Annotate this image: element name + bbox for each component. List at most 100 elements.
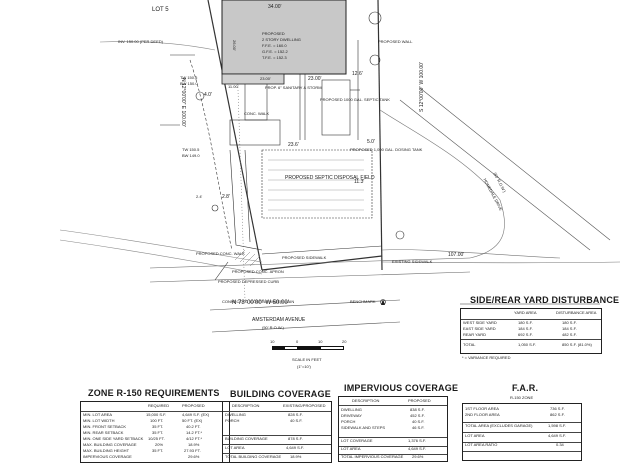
table-cell: 40 S.F. — [412, 419, 425, 424]
table-header: PROPOSED — [182, 403, 205, 408]
table-cell: 180 S.F. — [518, 320, 533, 325]
table-cell: 878 S.F. — [288, 436, 303, 441]
table-cell: 1,050 S.F. — [518, 342, 537, 347]
dimension-label: 11.00' — [228, 84, 239, 89]
front-bearing: N 78°00'00" W 50.00' — [232, 300, 289, 306]
dimension-label: 23.00' — [308, 76, 322, 82]
table-cell: 452 S.F. — [410, 413, 425, 418]
house-label-line: G.F.E. = 152.2 — [262, 49, 288, 54]
table-cell: PORCH — [225, 418, 240, 423]
table-cell: 35 FT. — [152, 448, 164, 453]
table-cell: 838 S.F. — [410, 407, 425, 412]
table-cell: 692 S.F. — [518, 332, 533, 337]
table-cell: 828 S.F. — [288, 412, 303, 417]
table-cell: 15,000 S.F. — [146, 412, 167, 417]
table-cell: 4,649 S.F. (EX) — [182, 412, 210, 417]
plan-note: PROPOSED 1,000 GAL. DOSING TANK — [350, 147, 423, 152]
table-cell: DRIVEWAY — [341, 413, 362, 418]
house-label-line: T.F.E. = 152.3 — [262, 55, 287, 60]
plan-note: TW 150.5 — [182, 147, 200, 152]
plan-note: EXISTING SIDEWALK — [392, 259, 433, 264]
table-cell: MAX. BUILDING HEIGHT — [83, 448, 130, 453]
zone-title: ZONE R-150 REQUIREMENTS — [88, 388, 220, 398]
table-cell: 29.6% — [188, 454, 200, 459]
table-cell: 29.6% — [412, 454, 424, 459]
table-cell: IMPERVIOUS COVERAGE — [83, 454, 132, 459]
table-cell: REAR YARD — [463, 332, 486, 337]
table-cell: 46 S.F. — [412, 425, 425, 430]
house-label-line: PROPOSED — [262, 31, 285, 36]
table-cell: 40.2 FT. — [186, 424, 201, 429]
building-coverage-title: BUILDING COVERAGE — [230, 389, 331, 399]
plan-note: PROPOSED WALL — [378, 39, 413, 44]
scale-segment — [284, 346, 298, 350]
table-cell: 35 FT. — [152, 424, 164, 429]
table-cell: 18.9% — [188, 442, 200, 447]
plan-note: PROPOSED SEPTIC DISPOSAL FIELD — [285, 175, 375, 181]
side-rear-title: SIDE/REAR YARD DISTURBANCE — [470, 295, 620, 305]
plan-note: CONC. WALK — [244, 111, 270, 116]
table-cell: 184 S.F. — [562, 326, 577, 331]
impervious-title: IMPERVIOUS COVERAGE — [344, 383, 459, 393]
table-cell: 50 FT. (EX) — [182, 418, 203, 423]
table-cell: 862 S.F. — [550, 412, 565, 417]
house-label-line: F.F.E. = 160.0 — [262, 43, 287, 48]
table-header: REQUIRED — [148, 403, 170, 408]
table-cell: 4,649 S.F. — [286, 445, 305, 450]
table-cell: TOTAL — [463, 342, 476, 347]
dimension-label: 4.0' — [204, 92, 212, 98]
house-label-line: 2 STORY DWELLING — [262, 37, 301, 42]
plan-note: BW 149.0 — [182, 153, 200, 158]
dimension-label: 5.0' — [367, 139, 375, 145]
table-cell: MIN. ONE SIDE YARD SETBACK — [83, 436, 144, 441]
table-cell: MIN. LOT WIDTH — [83, 418, 115, 423]
far-subtitle: R-150 ZONE — [510, 395, 534, 400]
dimension-label: 12.6' — [352, 71, 363, 77]
scale-segment — [298, 346, 320, 350]
table-cell: 35 FT. — [152, 430, 164, 435]
scale-tick: 10 — [318, 339, 323, 344]
table-cell: MIN. REAR SETBACK — [83, 430, 124, 435]
table-cell: MIN. LOT AREA — [83, 412, 113, 417]
table-cell: TOTAL IMPERVIOUS COVERAGE — [341, 454, 404, 459]
table-cell: 10/25 FT. — [148, 436, 165, 441]
table-cell: 482 S.F. — [562, 332, 577, 337]
table-cell: 20% — [155, 442, 164, 447]
table-cell: 40 S.F. — [290, 418, 303, 423]
table-cell: LOT AREA — [465, 433, 485, 438]
table-header: DESCRIPTION — [352, 398, 380, 403]
table-cell: 1,376 S.F. — [408, 438, 427, 443]
table-cell: LOT AREA — [341, 446, 361, 451]
table-cell: 736 S.F. — [550, 406, 565, 411]
plan-note: PROPOSED 1000 GAL. SEPTIC TANK — [320, 97, 390, 102]
table-cell: 2ND FLOOR AREA — [465, 412, 500, 417]
dimension-label: 23.00' — [260, 76, 271, 81]
table-cell: TOTAL BUILDING COVERAGE — [225, 454, 282, 459]
plan-note: PROPOSED CONC. APRON — [232, 269, 284, 274]
dimension-label: 2.4' — [196, 194, 203, 199]
table-cell: SIDEWALK AND STEPS — [341, 425, 386, 430]
table-cell: 850 S.F. (81.0%) — [562, 342, 592, 347]
street-name: AMSTERDAM AVENUE — [252, 317, 306, 323]
lot-label: LOT 5 — [152, 7, 169, 13]
dimension-label: 26.00' — [232, 40, 237, 51]
plan-note: PROPOSED SIDEWALK — [282, 255, 327, 260]
house-top-dim: 34.00' — [268, 4, 282, 10]
street-row: (50' R.O.W.) — [262, 325, 284, 330]
plan-note: PROPOSED DEPRESSED CURB — [218, 279, 279, 284]
table-header: EXISTING/PROPOSED — [283, 403, 326, 408]
plan-note: INV. 150.00 (PER DEED) — [118, 39, 163, 44]
table-cell: 1ST FLOOR AREA — [465, 406, 499, 411]
frontage-dimension: 107.00' — [448, 252, 465, 258]
table-cell: 27.93 FT. — [184, 448, 201, 453]
plan-note: PROPOSED CONC. WALK — [196, 251, 245, 256]
table-header: DISTURBANCE AREA — [556, 310, 597, 315]
table-header: YARD AREA — [514, 310, 537, 315]
table-cell: TOTAL AREA (EXCLUDES GARAGE) — [465, 423, 533, 428]
right-bearing: S 12°00'00" W 100.00' — [419, 62, 425, 112]
table-cell: 4,649 S.F. — [548, 433, 567, 438]
far-title: F.A.R. — [512, 383, 539, 393]
side-rear-grid — [460, 308, 602, 354]
table-cell: DWELLING — [225, 412, 246, 417]
